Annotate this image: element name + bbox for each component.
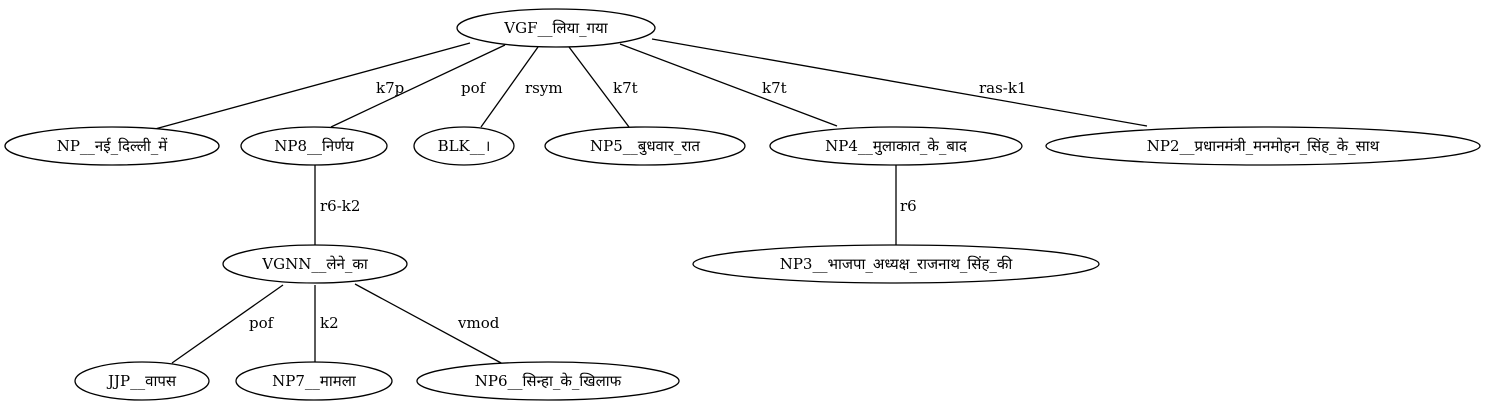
node-label: VGF__लिया_गया <box>503 19 609 37</box>
edge-vgnn-jjp <box>171 284 284 364</box>
node-np8: NP8__निर्णय <box>240 126 388 166</box>
edge-label-k2: k2 <box>320 314 339 332</box>
edge-label-rsym: rsym <box>525 79 563 97</box>
node-np5: NP5__बुधवार_रात <box>544 126 746 166</box>
edge-label-k7p: k7p <box>376 79 404 97</box>
node-jjp: JJP__वापस <box>74 361 210 401</box>
node-np3: NP3__भाजपा_अध्यक्ष_राजनाथ_सिंह_की <box>692 244 1100 284</box>
node-np: NP__नई_दिल्ली_में <box>4 126 220 166</box>
edge-label-k7t: k7t <box>613 79 638 97</box>
edge-label-r6: r6 <box>900 197 917 215</box>
node-label: NP2__प्रधानमंत्री_मनमोहन_सिंह_के_साथ <box>1147 137 1380 155</box>
node-np4: NP4__मुलाकात_के_बाद <box>769 126 1023 166</box>
edge-vgf-np <box>154 42 471 130</box>
node-label: NP4__मुलाकात_के_बाद <box>825 137 968 156</box>
node-vgf: VGF__लिया_गया <box>456 8 656 48</box>
edge-vgf-np2 <box>651 38 1148 127</box>
node-np6: NP6__सिन्हा_के_खिलाफ <box>416 361 680 401</box>
edge-vgnn-np6 <box>354 283 504 365</box>
node-label: NP7__मामला <box>272 372 357 390</box>
edge-label-k7t-2: k7t <box>762 79 787 97</box>
edge-label-pof: pof <box>461 79 487 97</box>
edge-vgf-np5 <box>568 46 630 128</box>
edge-label-ras-k1: ras-k1 <box>979 79 1027 97</box>
node-label: NP3__भाजपा_अध्यक्ष_राजनाथ_सिंह_की <box>780 255 1014 273</box>
node-blk: BLK__। <box>413 126 515 166</box>
node-label: JJP__वापस <box>106 372 177 390</box>
edge-vgf-np8 <box>330 44 506 128</box>
node-label: NP8__निर्णय <box>274 137 354 155</box>
edge-label-r6-k2: r6-k2 <box>320 197 360 215</box>
edge-vgf-blk <box>480 46 539 128</box>
node-label: NP6__सिन्हा_के_खिलाफ <box>475 372 622 390</box>
node-label: NP__नई_दिल्ली_में <box>57 137 169 155</box>
node-np2: NP2__प्रधानमंत्री_मनमोहन_सिंह_के_साथ <box>1045 126 1481 166</box>
node-label: NP5__बुधवार_रात <box>590 137 700 156</box>
edge-vgf-np4 <box>619 43 838 127</box>
node-label: BLK__। <box>438 137 491 155</box>
node-vgnn: VGNN__लेने_का <box>222 244 408 284</box>
node-np7: NP7__मामला <box>235 361 393 401</box>
node-label: VGNN__लेने_का <box>261 255 369 273</box>
edge-label-pof-2: pof <box>249 314 275 332</box>
edge-label-vmod: vmod <box>457 314 500 332</box>
